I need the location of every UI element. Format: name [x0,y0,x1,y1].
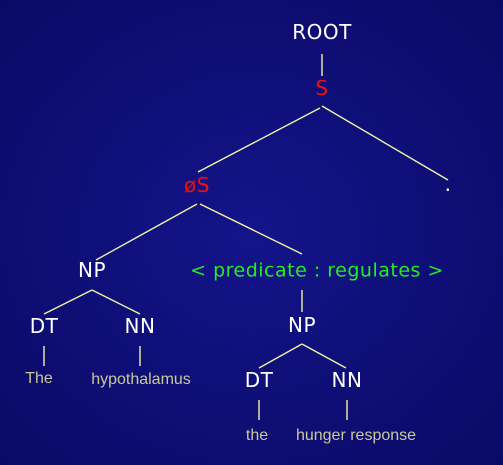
edge-np-dt [43,289,93,315]
edge-os-np [95,203,198,261]
os-node: øS [184,173,210,197]
edge-np-dt-object [258,343,303,369]
period-node: . [444,172,452,196]
word-the-object: the [245,427,269,444]
dt-subject-node: DT [29,314,59,338]
edge-s-os [197,107,321,173]
word-hypothalamus: hypothalamus [91,371,191,388]
root-node: ROOT [292,20,352,44]
s-node: S [315,76,329,100]
edge-os-predicate [199,203,303,255]
word-the-subject: The [25,370,53,387]
dt-object-node: DT [244,368,274,392]
word-hunger-response: hunger response [295,427,417,444]
nn-subject-node: NN [124,314,156,338]
edge-s-period [321,105,449,181]
edge-np-nn-object [301,343,347,369]
edge-np-nn [91,289,141,315]
nn-object-node: NN [331,368,363,392]
np-object-node: NP [287,313,317,337]
predicate-node: < predicate : regulates > [190,259,444,282]
np-subject-node: NP [77,258,107,282]
